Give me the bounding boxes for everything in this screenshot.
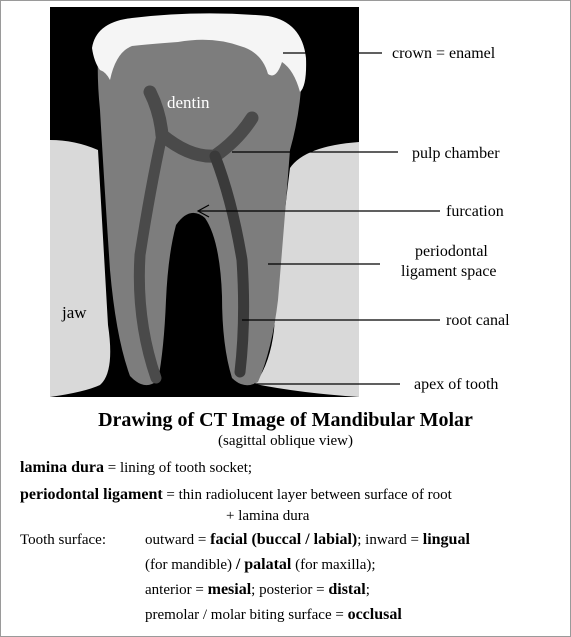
surface-line-palatal: (for mandible) / palatal (for maxilla); — [145, 556, 376, 573]
furcation-arrowhead — [196, 204, 210, 218]
jaw-bone-right — [255, 142, 359, 397]
figure-title: Drawing of CT Image of Mandibular Molar — [98, 409, 473, 431]
term-periodontal-ligament: periodontal ligament — [20, 486, 163, 503]
term-occlusal: occlusal — [347, 606, 402, 623]
figure-subtitle: (sagittal oblique view) — [218, 433, 353, 449]
term-facial: facial (buccal / labial) — [210, 531, 358, 548]
jaw-bone — [50, 140, 111, 397]
def-periodontal-ligament-cont: + lamina dura — [226, 508, 310, 524]
def-lamina-dura: = lining of tooth socket; — [104, 460, 253, 476]
def-periodontal-ligament: = thin radiolucent layer between surface… — [162, 487, 452, 503]
tooth-surface-intro: Tooth surface: — [20, 532, 107, 548]
pulp-chamber — [143, 85, 259, 163]
label-apex: apex of tooth — [414, 376, 498, 393]
term-lamina-dura: lamina dura — [20, 459, 105, 476]
pulp-chamber-left-canal — [133, 129, 168, 384]
label-pulp-chamber: pulp chamber — [412, 145, 500, 162]
root-canal — [209, 150, 250, 378]
term-distal: distal — [328, 581, 366, 598]
leader-lines — [196, 52, 440, 385]
term-mesial: mesial — [207, 581, 252, 598]
definition-lamina-dura: lamina dura = lining of tooth socket; — [20, 458, 252, 478]
term-palatal: / palatal — [235, 556, 292, 573]
label-pdl-line2: ligament space — [401, 263, 497, 280]
label-root-canal: root canal — [446, 312, 510, 329]
surface-line-mesial-distal: anterior = mesial; posterior = distal; — [145, 581, 370, 598]
label-furcation: furcation — [446, 203, 504, 220]
label-dentin: dentin — [167, 93, 210, 112]
surface-line-occlusal: premolar / molar biting surface = occlus… — [145, 606, 402, 623]
tooth-dentin — [97, 19, 302, 386]
molar-diagram: crown = enamel dentin pulp chamber furca… — [50, 7, 510, 397]
label-jaw: jaw — [61, 303, 87, 322]
label-crown: crown = enamel — [392, 45, 496, 62]
definition-periodontal-ligament: periodontal ligament = thin radiolucent … — [20, 485, 452, 505]
surface-line-outward: outward = facial (buccal / labial); inwa… — [145, 531, 470, 548]
tooth-enamel-crown — [92, 13, 307, 92]
label-pdl-line1: periodontal — [415, 243, 488, 260]
term-lingual: lingual — [422, 531, 470, 548]
